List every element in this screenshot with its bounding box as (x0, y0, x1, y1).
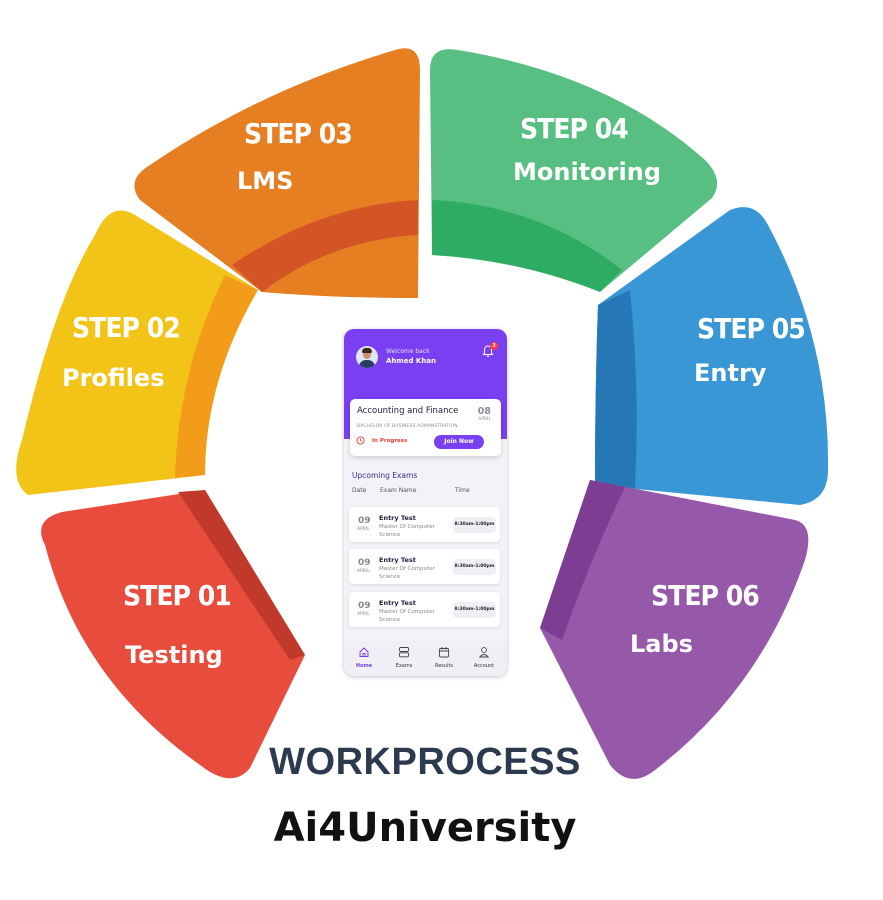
course-title: Accounting and Finance (357, 406, 459, 416)
step-04-name: Monitoring (513, 158, 661, 186)
join-now-button[interactable]: Join Now (434, 435, 484, 449)
step-06-segment (540, 480, 809, 779)
step-06-number: STEP 06 (651, 579, 759, 612)
tab-results[interactable]: Results (424, 641, 464, 676)
step-03-number: STEP 03 (244, 117, 352, 150)
exam-day: 09 (358, 601, 371, 611)
exam-subject: Master Of Computer Science (379, 566, 435, 580)
step-05-band (595, 290, 637, 488)
step-06-band (540, 480, 625, 640)
tab-home-label: Home (355, 663, 373, 669)
exam-subject: Master Of Computer Science (379, 609, 435, 623)
welcome-text: Welcome back (386, 348, 430, 355)
course-day: 08 (477, 406, 491, 417)
clock-icon (356, 436, 365, 445)
avatar (356, 346, 378, 368)
notification-badge: 3 (490, 342, 498, 350)
phone-mockup: Welcome back Ahmed Khan 3 Accounting and… (344, 329, 507, 676)
course-card[interactable]: Accounting and Finance BACHELOR OF BUSIN… (350, 399, 501, 456)
exam-month: APRIL (357, 612, 370, 617)
step-05-segment (595, 207, 829, 505)
exam-day: 09 (358, 516, 371, 526)
course-subtitle: BACHELOR OF BUSINESS ADMINISTRATION (357, 424, 458, 429)
exam-name: Entry Test (379, 514, 416, 522)
exam-month: APRIL (357, 569, 370, 574)
exam-day: 09 (358, 558, 371, 568)
brand-name: Ai4University (273, 805, 577, 851)
tab-exams[interactable]: Exams (384, 641, 424, 676)
bottom-tab-bar: Home Exams Results Account (344, 641, 507, 676)
workprocess-title: WORKPROCESS (269, 741, 581, 783)
step-05-number: STEP 05 (697, 312, 805, 345)
calendar-icon (439, 647, 449, 658)
step-02-band (175, 275, 258, 478)
column-time: Time (455, 487, 470, 494)
tab-account[interactable]: Account (464, 641, 504, 676)
step-03-name: LMS (237, 167, 293, 195)
step-01-segment (41, 490, 306, 779)
step-06-name: Labs (630, 630, 693, 658)
tab-results-label: Results (434, 663, 454, 669)
step-03-band (232, 200, 418, 292)
step-05-name: Entry (694, 359, 767, 387)
exam-time: 8:30am-1:00pm (453, 602, 496, 618)
upcoming-exams-title: Upcoming Exams (352, 471, 418, 480)
step-02-number: STEP 02 (72, 311, 180, 344)
step-04-band (432, 200, 622, 292)
exam-name: Entry Test (379, 599, 416, 607)
step-04-number: STEP 04 (520, 112, 628, 145)
exam-row[interactable]: 09 APRIL Entry Test Master Of Computer S… (349, 592, 500, 627)
step-01-number: STEP 01 (123, 579, 231, 612)
exam-time: 8:30am-1:00pm (453, 517, 496, 533)
exam-time: 8:30am-1:00pm (453, 559, 496, 575)
column-exam-name: Exam Name (380, 487, 417, 494)
exam-subject: Master Of Computer Science (379, 524, 435, 538)
tab-exams-label: Exams (395, 663, 413, 669)
home-icon (359, 647, 369, 657)
user-name: Ahmed Khan (386, 357, 437, 365)
exam-row[interactable]: 09 APRIL Entry Test Master Of Computer S… (349, 549, 500, 584)
step-01-band (178, 490, 305, 660)
tab-home[interactable]: Home (344, 641, 384, 676)
exam-row[interactable]: 09 APRIL Entry Test Master Of Computer S… (349, 507, 500, 542)
column-date: Date (352, 487, 367, 494)
user-icon (478, 647, 490, 658)
exam-name: Entry Test (379, 556, 416, 564)
course-month: APRIL (478, 417, 491, 422)
exam-month: APRIL (357, 527, 370, 532)
tab-account-label: Account (473, 663, 495, 669)
step-01-name: Testing (125, 641, 223, 669)
exams-icon (399, 647, 409, 658)
status-text: In Progress (372, 438, 408, 444)
step-02-name: Profiles (62, 364, 165, 392)
